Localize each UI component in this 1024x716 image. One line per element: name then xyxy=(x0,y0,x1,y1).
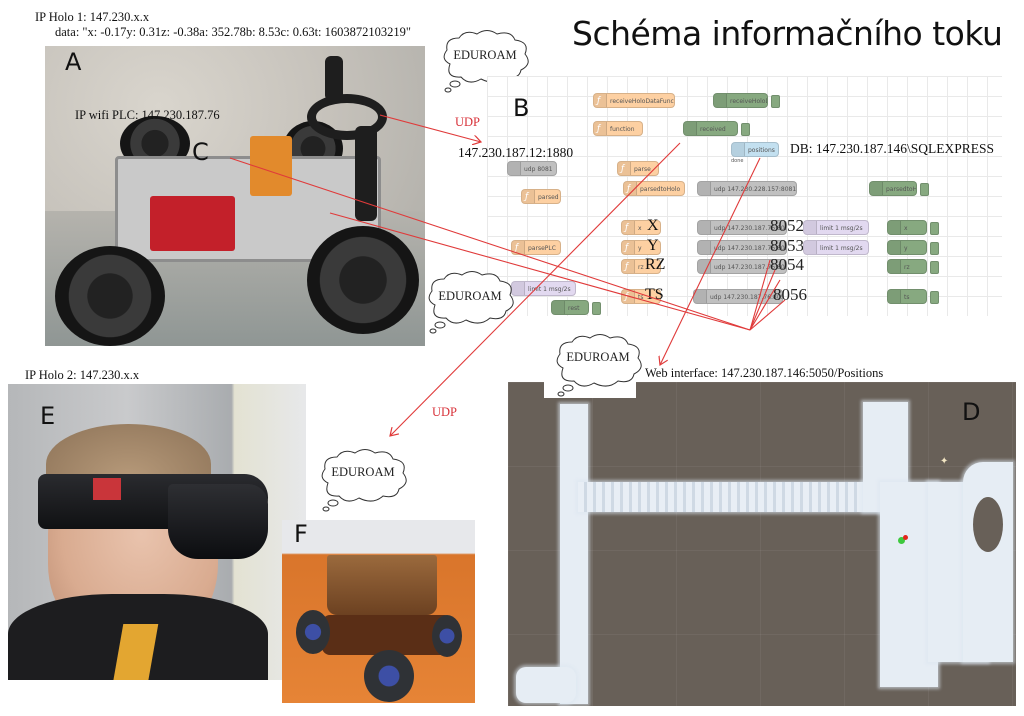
function-node[interactable]: receiveHoloDataFunction xyxy=(593,93,675,108)
robot-basket xyxy=(327,555,437,615)
nodered-flow-panel: receiveHoloDataFunction receiveHoloData … xyxy=(487,76,1002,316)
photo-robot-platform xyxy=(45,46,425,346)
robot-wheel xyxy=(296,610,330,654)
debug-toggle[interactable] xyxy=(920,183,929,196)
axis-label-rz: RZ xyxy=(645,256,666,273)
cloud-label: EDUROAM xyxy=(453,48,517,62)
photo-small-robot xyxy=(282,520,475,703)
database-label: DB: 147.230.187.146\SQLEXPRESS xyxy=(790,141,995,156)
debug-toggle[interactable] xyxy=(930,222,939,235)
function-node[interactable]: parsePLC xyxy=(511,240,561,255)
eduroam-cloud: EDUROAM xyxy=(420,265,520,335)
robot-heading-marker xyxy=(903,535,908,540)
eduroam-cloud: EDUROAM xyxy=(548,328,648,398)
port-label-x: 8052 xyxy=(770,216,804,235)
map-corridor xyxy=(963,462,1013,662)
function-node[interactable]: parsedtoHolo xyxy=(623,181,685,196)
panel-letter-d: D xyxy=(962,398,981,426)
diagram-title: Schéma informačního toku xyxy=(572,14,1003,53)
map-corridor xyxy=(578,482,903,512)
debug-node-ts[interactable]: ts xyxy=(887,289,927,304)
database-node[interactable]: positions xyxy=(731,142,779,157)
robot-base xyxy=(322,615,452,655)
cloud-icon xyxy=(321,449,407,512)
function-node[interactable]: parsed xyxy=(521,189,561,204)
debug-node[interactable]: parsedtoHolo xyxy=(869,181,917,196)
function-node[interactable]: function xyxy=(593,121,643,136)
debug-toggle[interactable] xyxy=(771,95,780,108)
hololens-visor xyxy=(168,484,268,559)
function-node[interactable]: parse xyxy=(617,161,659,176)
port-label-ts: 8056 xyxy=(773,285,807,304)
eduroam-cloud: EDUROAM xyxy=(313,443,413,513)
limit-node-y[interactable]: limit 1 msg/2s xyxy=(803,240,869,255)
debug-node[interactable]: receiveHoloData xyxy=(713,93,768,108)
debug-node[interactable]: rest xyxy=(551,300,589,315)
nodered-address-label: 147.230.187.12:1880 xyxy=(458,145,574,160)
robot-wheel xyxy=(364,650,414,702)
limit-node-x[interactable]: limit 1 msg/2s xyxy=(803,220,869,235)
udp-label-bottom: UDP xyxy=(432,405,458,419)
debug-toggle[interactable] xyxy=(930,261,939,274)
debug-toggle[interactable] xyxy=(741,123,750,136)
robot-wheel xyxy=(432,615,462,657)
axis-label-x: X xyxy=(647,217,659,234)
debug-toggle[interactable] xyxy=(930,291,939,304)
udp-in-node[interactable]: udp 8081 xyxy=(507,161,557,176)
web-interface-label: Web interface: 147.230.187.146:5050/Posi… xyxy=(645,366,884,380)
udp-label-top: UDP xyxy=(455,115,481,129)
debug-node-x[interactable]: x xyxy=(887,220,927,235)
holo2-ip-label: IP Holo 2: 147.230.x.x xyxy=(25,368,140,382)
robot-wheel xyxy=(307,226,419,334)
limit-node[interactable]: limit 1 msg/2s xyxy=(511,281,576,296)
debug-toggle[interactable] xyxy=(592,302,601,315)
database-status: done xyxy=(731,158,744,164)
panel-letter-f: F xyxy=(294,520,308,548)
photo-hololens-user xyxy=(8,384,306,680)
panel-letter-c: C xyxy=(192,138,209,166)
eduroam-cloud: EDUROAM xyxy=(435,24,535,94)
map-positions-view: ✦ xyxy=(508,382,1016,706)
light-icon: ✦ xyxy=(940,456,949,467)
udp-out-node[interactable]: udp 147.230.228.157:8081 xyxy=(697,181,797,196)
debug-node[interactable]: received xyxy=(683,121,738,136)
plc-ip-label: IP wifi PLC: 147.230.187.76 xyxy=(75,108,220,122)
debug-toggle[interactable] xyxy=(930,242,939,255)
debug-node-y[interactable]: y xyxy=(887,240,927,255)
robot-motor xyxy=(325,56,343,101)
udp-out-node-ts[interactable]: udp 147.230.187.76:8056 xyxy=(693,289,783,304)
holo1-data-label: data: "x: -0.17y: 0.31z: -0.38a: 352.78b… xyxy=(55,25,411,39)
panel-letter-e: E xyxy=(40,402,56,430)
panel-letter-a: A xyxy=(65,48,82,76)
robot-motor xyxy=(355,126,377,221)
robot-position-marker xyxy=(898,537,905,544)
port-label-y: 8053 xyxy=(770,236,804,255)
cloud-label: EDUROAM xyxy=(331,465,395,479)
cloud-label: EDUROAM xyxy=(566,350,630,364)
port-label-rz: 8054 xyxy=(770,255,804,274)
cloud-icon xyxy=(443,30,529,93)
axis-label-y: Y xyxy=(647,237,659,254)
hololens-sticker xyxy=(93,478,121,500)
robot-plc-box xyxy=(250,136,292,196)
cloud-label: EDUROAM xyxy=(438,289,502,303)
map-corridor xyxy=(516,667,576,703)
robot-battery xyxy=(150,196,235,251)
map-corridor xyxy=(560,404,588,704)
map-hole xyxy=(973,497,1003,552)
holo1-ip-label: IP Holo 1: 147.230.x.x xyxy=(35,10,150,24)
panel-letter-b: B xyxy=(513,94,530,122)
robot-wheel xyxy=(55,246,165,346)
debug-node-rz[interactable]: rz xyxy=(887,259,927,274)
axis-label-ts: TS xyxy=(645,286,664,303)
